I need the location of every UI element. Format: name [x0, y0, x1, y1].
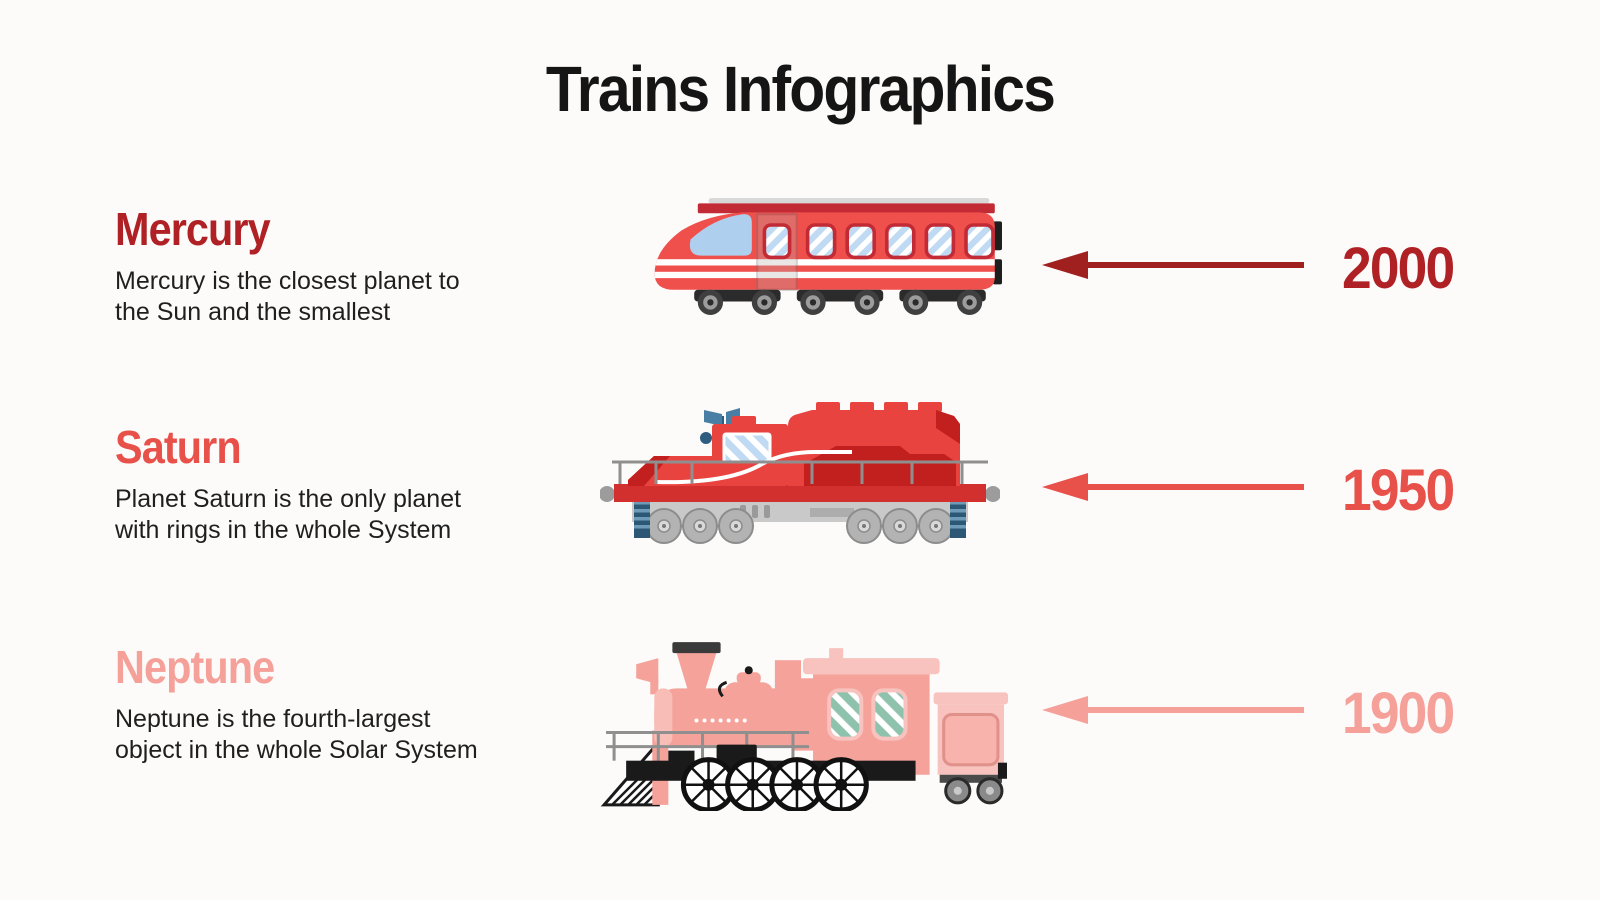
timeline-row-mercury: Mercury Mercury is the closest planet to…: [0, 190, 1600, 340]
text-block: Mercury Mercury is the closest planet to…: [115, 202, 525, 329]
row-description: Mercury is the closest planet to the Sun…: [115, 267, 460, 327]
year-label: 1900: [1342, 681, 1455, 746]
timeline-row-saturn: Saturn Planet Saturn is the only planet …: [0, 402, 1600, 573]
train-wheels: [697, 289, 983, 315]
page-title: Trains Infographics: [545, 53, 1056, 125]
year-label: 2000: [1342, 236, 1455, 301]
text-block: Saturn Planet Saturn is the only planet …: [115, 420, 525, 547]
highspeed-train-icon: [642, 198, 1002, 317]
train-railing: [612, 460, 988, 484]
row-heading: Mercury: [115, 203, 271, 255]
timeline-arrow: [1042, 692, 1304, 728]
timeline-arrow: [1042, 247, 1304, 283]
timeline-arrow: [1042, 469, 1304, 505]
steam-locomotive-icon: [596, 620, 1008, 813]
boiler-rivets: [694, 718, 747, 723]
row-heading: Saturn: [115, 421, 242, 473]
drive-wheels: [680, 757, 869, 813]
diesel-locomotive-icon: [599, 402, 1001, 562]
row-description: Neptune is the fourth-largest object in …: [115, 705, 478, 765]
row-description: Planet Saturn is the only planet with ri…: [115, 485, 462, 545]
row-heading: Neptune: [115, 641, 275, 693]
train-wheels: [646, 508, 954, 544]
year-label: 1950: [1342, 458, 1455, 523]
text-block: Neptune Neptune is the fourth-largest ob…: [115, 640, 525, 767]
tender-car: [933, 692, 1008, 805]
timeline-row-neptune: Neptune Neptune is the fourth-largest ob…: [0, 628, 1600, 818]
